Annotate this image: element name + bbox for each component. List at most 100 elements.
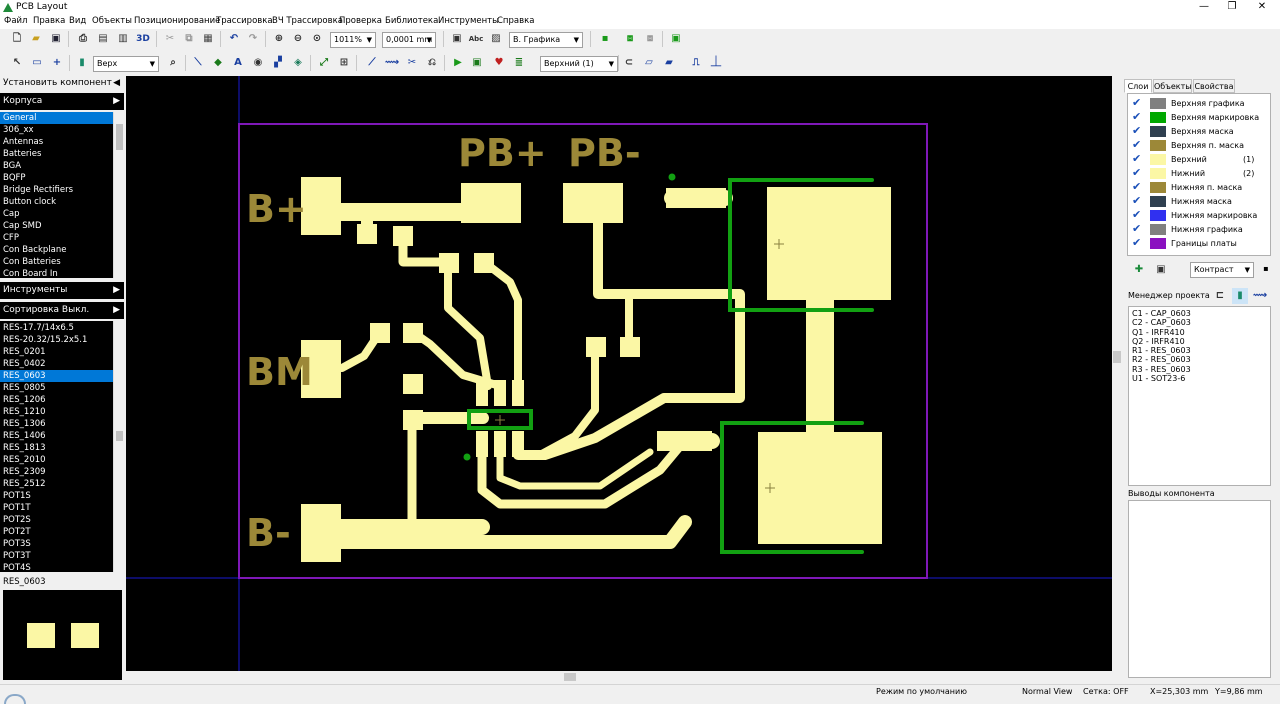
- paste-icon[interactable]: ▦: [203, 33, 213, 44]
- layer-color-swatch[interactable]: [1150, 224, 1166, 235]
- layers-stack-icon[interactable]: ▰: [665, 57, 673, 68]
- label-b-minus[interactable]: B-: [246, 511, 291, 555]
- menu-rf-routing[interactable]: ВЧ Трассировка: [272, 16, 343, 26]
- scrollbar-thumb[interactable]: [1113, 351, 1121, 363]
- checkbox-icon[interactable]: ✔: [1132, 96, 1142, 109]
- transistor-outline[interactable]: [728, 178, 874, 312]
- cut-icon[interactable]: ✂: [165, 33, 175, 44]
- list-item[interactable]: POT3S: [3, 539, 31, 549]
- menu-routing[interactable]: Трассировка: [216, 16, 273, 26]
- undo-icon[interactable]: ↶: [229, 33, 239, 44]
- zoom-window-icon[interactable]: ▭: [32, 57, 42, 68]
- list-item[interactable]: CFP: [3, 233, 19, 243]
- properties-icon[interactable]: ▣: [452, 33, 462, 44]
- list-item[interactable]: Q2 - IRFR410: [1132, 336, 1185, 346]
- zoom-fit-icon[interactable]: ⊙: [312, 33, 322, 44]
- signal-pulse-icon[interactable]: ⎍: [692, 57, 700, 68]
- scrollbar-thumb[interactable]: [564, 673, 576, 681]
- close-icon[interactable]: ✕: [1257, 1, 1267, 12]
- connector-pad-b-plus[interactable]: [301, 177, 341, 235]
- label-pb-minus[interactable]: PB-: [568, 131, 641, 175]
- smd-pad[interactable]: [474, 253, 494, 273]
- trace[interactable]: [536, 344, 599, 459]
- minimize-icon[interactable]: —: [1199, 1, 1209, 12]
- tab-properties[interactable]: Свойства: [1193, 79, 1235, 93]
- scrollbar-thumb[interactable]: [116, 431, 123, 441]
- list-item[interactable]: Bridge Rectifiers: [3, 185, 74, 195]
- checkbox-icon[interactable]: ✔: [1132, 166, 1142, 179]
- smd-pad[interactable]: [370, 323, 390, 343]
- component-pins-list[interactable]: [1128, 500, 1271, 678]
- list-item[interactable]: Q1 - IRFR410: [1132, 327, 1185, 337]
- list-item[interactable]: General: [0, 112, 113, 124]
- side-select[interactable]: Верх▼: [93, 56, 159, 72]
- checkbox-icon[interactable]: ✔: [1132, 222, 1142, 235]
- zoom-select[interactable]: 1011%▼: [330, 32, 376, 48]
- list-item[interactable]: Antennas: [3, 137, 44, 147]
- zoom-in-icon[interactable]: ⊕: [274, 33, 284, 44]
- list-item[interactable]: POT1T: [3, 503, 31, 513]
- export-icon[interactable]: ▥: [118, 33, 128, 44]
- components-scrollbar[interactable]: [113, 321, 124, 572]
- install-component-header[interactable]: Установить компонент◀: [0, 75, 124, 92]
- connector-pad-b-minus[interactable]: [301, 504, 341, 562]
- menu-tools[interactable]: Инструменты: [438, 16, 499, 26]
- zoom-out-icon[interactable]: ⊖: [293, 33, 303, 44]
- layer-stack-icon[interactable]: ≣: [514, 57, 524, 68]
- layer-row[interactable]: ✔Нижний(2): [1128, 167, 1270, 181]
- smd-pad[interactable]: [657, 431, 712, 451]
- list-item[interactable]: R2 - RES_0603: [1132, 355, 1191, 365]
- list-item[interactable]: RES_1306: [3, 419, 46, 429]
- text-place-icon[interactable]: A: [234, 57, 242, 68]
- list-item[interactable]: POT1S: [3, 491, 31, 501]
- list-item[interactable]: Button clock: [3, 197, 57, 207]
- smd-pad[interactable]: [403, 323, 423, 343]
- menu-view[interactable]: Вид: [69, 16, 87, 26]
- layer-row[interactable]: ✔Нижняя маркировка: [1128, 209, 1270, 223]
- board-outline[interactable]: [238, 123, 928, 579]
- smd-pad[interactable]: [439, 253, 459, 273]
- save-icon[interactable]: ▣: [51, 33, 61, 44]
- drc-icon[interactable]: ▣: [671, 33, 681, 44]
- pcb-canvas[interactable]: PB+ PB- B+ BM B-: [126, 76, 1112, 671]
- grid-toggle-icon[interactable]: ⊞: [339, 57, 349, 68]
- packages-list[interactable]: General 306_xx Antennas Batteries BGA BQ…: [0, 112, 113, 278]
- ic-pin[interactable]: [476, 431, 488, 457]
- connections-icon[interactable]: ▪: [601, 33, 609, 44]
- components-list[interactable]: RES-17.7/14x6.5 RES-20.32/15.2x5.1 RES_0…: [0, 321, 113, 572]
- grid-step-select[interactable]: 0,0001 mm▼: [382, 32, 436, 48]
- menu-check[interactable]: Проверка: [339, 16, 382, 26]
- netlist-clear-icon[interactable]: ⧈: [646, 33, 654, 44]
- select-arrow-icon[interactable]: ↖: [12, 57, 22, 68]
- maximize-icon[interactable]: ❐: [1227, 1, 1237, 12]
- layer-color-swatch[interactable]: [1150, 140, 1166, 151]
- route-diff-icon[interactable]: ⟿: [384, 57, 400, 68]
- layer-row[interactable]: ✔Границы платы: [1128, 237, 1270, 251]
- image-tool-icon[interactable]: ▨: [491, 33, 501, 44]
- trace[interactable]: [480, 258, 522, 390]
- layer-row[interactable]: ✔Верхний(1): [1128, 153, 1270, 167]
- list-item[interactable]: Con Board In: [3, 269, 58, 278]
- open-folder-icon[interactable]: ▰: [32, 33, 40, 44]
- smd-pad[interactable]: [586, 337, 606, 357]
- checkbox-icon[interactable]: ✔: [1132, 180, 1142, 193]
- component-view-icon[interactable]: ▮: [1232, 288, 1248, 304]
- list-item[interactable]: RES_0402: [3, 359, 46, 369]
- layer-color-swatch[interactable]: [1150, 238, 1166, 249]
- checkbox-icon[interactable]: ✔: [1132, 152, 1142, 165]
- list-item[interactable]: RES_2309: [3, 467, 46, 477]
- find-component-icon[interactable]: ⌕: [170, 57, 176, 68]
- layer-view-icon[interactable]: ▱: [645, 57, 653, 68]
- list-item[interactable]: RES_0201: [3, 347, 46, 357]
- new-file-icon[interactable]: 🗋: [12, 33, 22, 44]
- menu-help[interactable]: Справка: [497, 16, 535, 26]
- label-pb-plus[interactable]: PB+: [458, 131, 547, 175]
- signal-step-icon[interactable]: ⏊: [711, 57, 721, 68]
- list-item[interactable]: C2 - CAP_0603: [1132, 318, 1191, 328]
- autoroute-icon[interactable]: ⎌: [428, 57, 436, 68]
- checkbox-icon[interactable]: ✔: [1132, 124, 1142, 137]
- layer-color-swatch[interactable]: [1150, 196, 1166, 207]
- transistor-outline[interactable]: [720, 421, 864, 554]
- pcb-drawing[interactable]: PB+ PB- B+ BM B-: [126, 76, 1112, 671]
- scrollbar-thumb[interactable]: [116, 124, 123, 150]
